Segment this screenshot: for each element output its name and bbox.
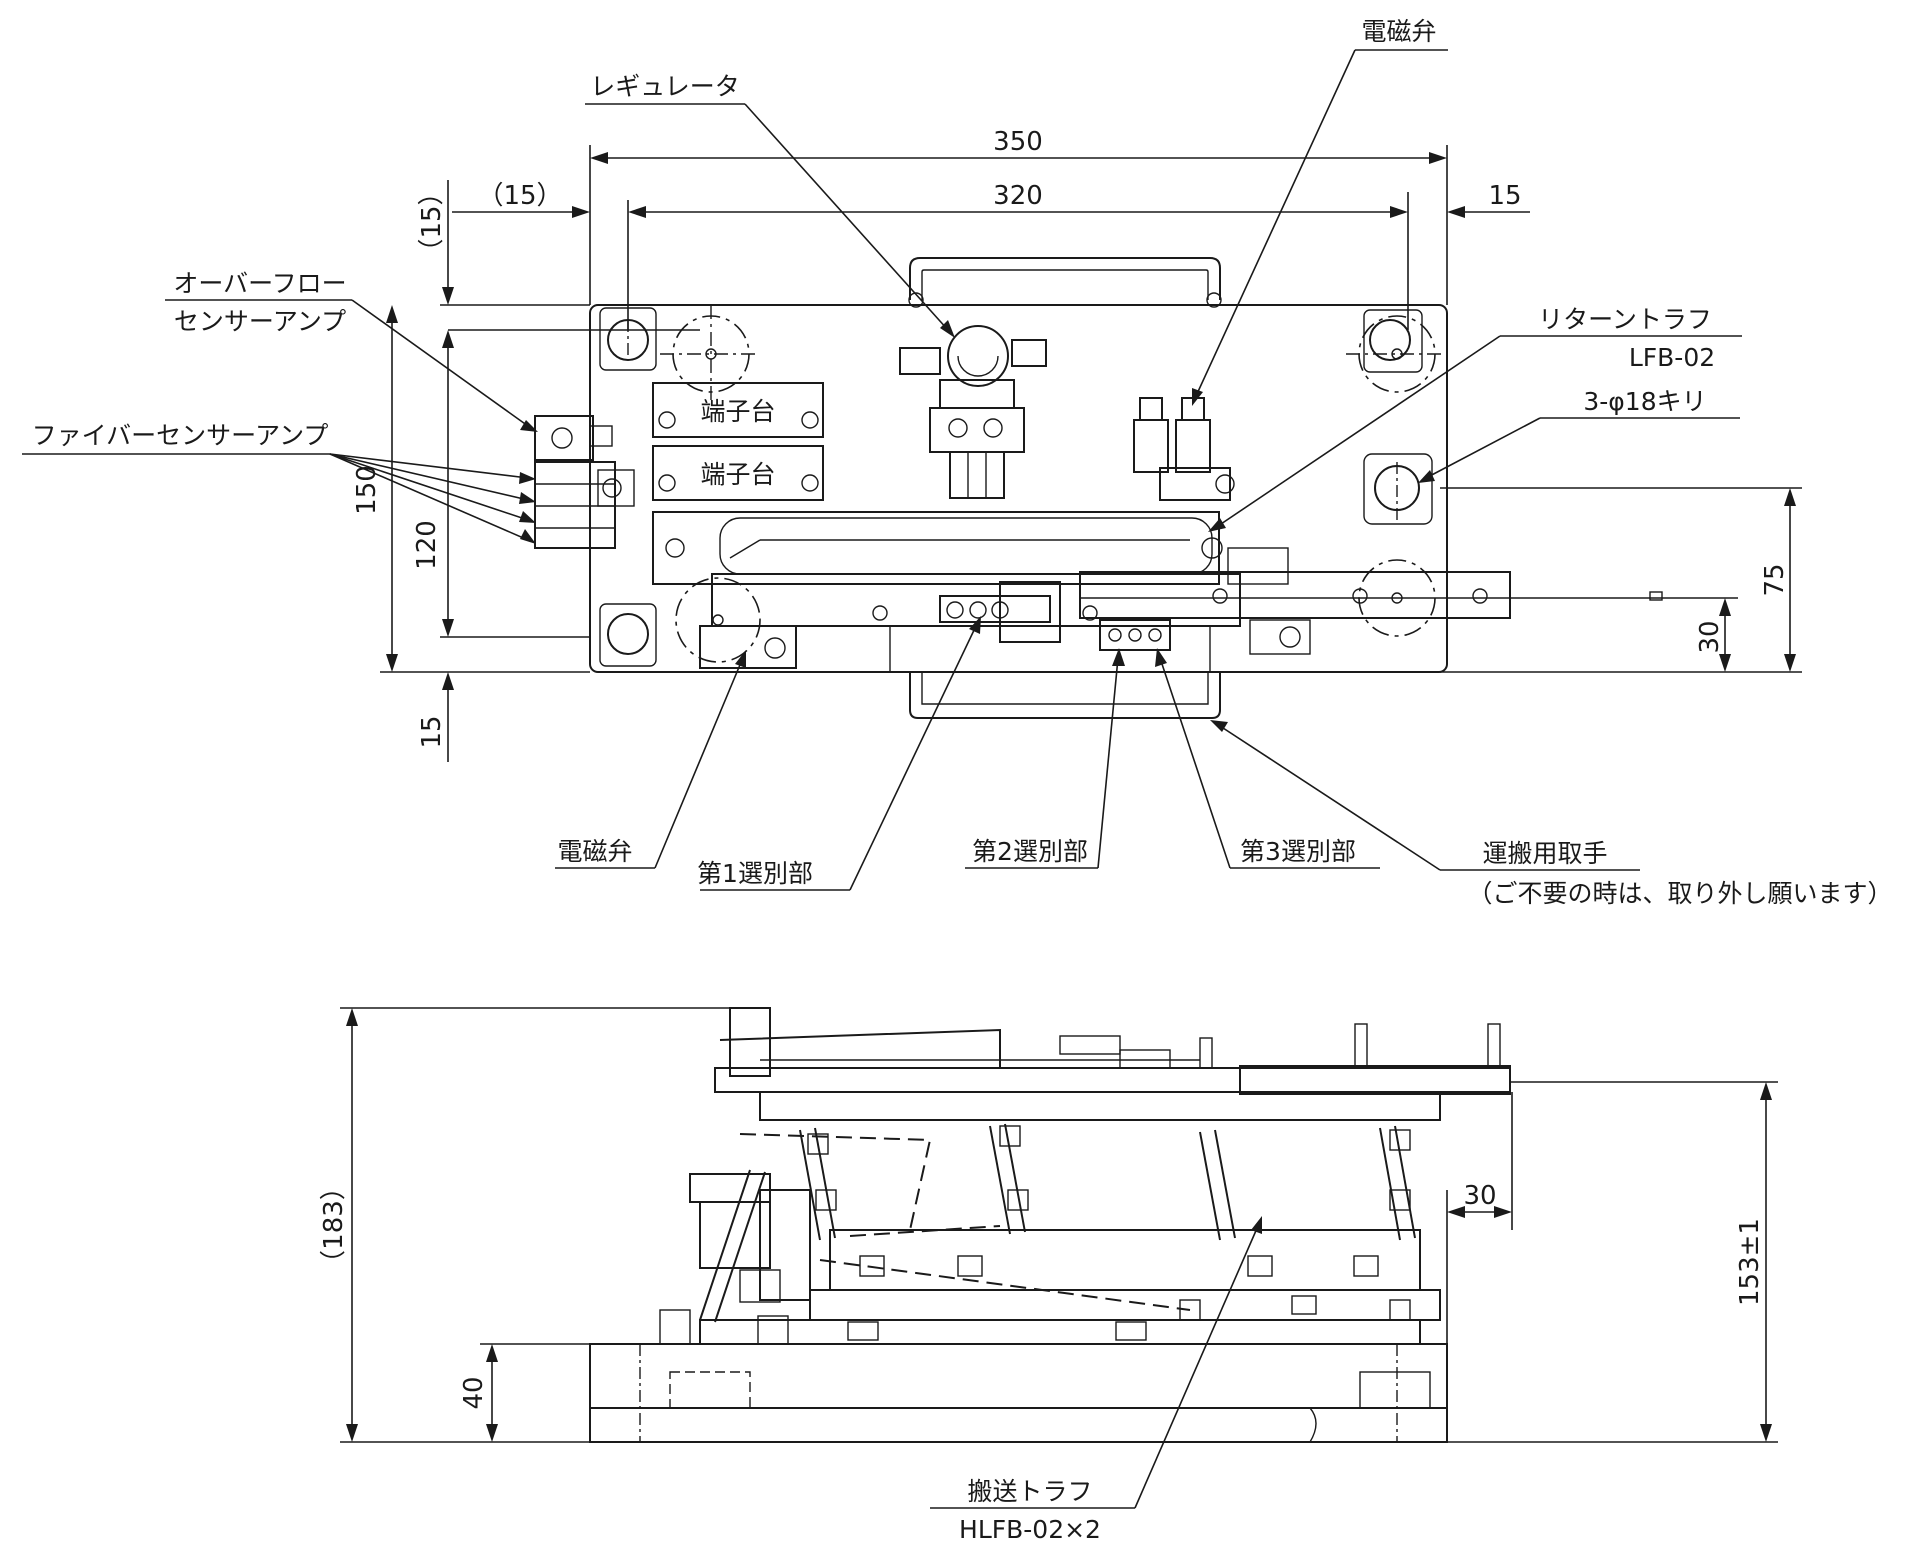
side-view: （183） 40 30 153±1 搬送トラフ HLFB-02×2 — [319, 1007, 1778, 1544]
regulator — [899, 325, 1047, 499]
sorting-mechanism — [699, 547, 1663, 672]
dim-top-15: （15） — [417, 179, 447, 264]
spring-leg — [699, 1123, 1416, 1323]
overflow-sensor-amp — [534, 415, 613, 461]
terminal-block: 端子台 — [652, 445, 824, 501]
terminal-block: 端子台 — [652, 382, 824, 438]
dim-75: 75 — [1760, 563, 1790, 596]
label-overflow-sensor-1: オーバーフロー — [173, 269, 346, 298]
return-trough — [719, 517, 1213, 575]
handle-bottom — [909, 672, 1221, 719]
label-sort-3: 第3選別部 — [1240, 837, 1356, 866]
terminal-block-label: 端子台 — [700, 397, 775, 426]
label-sort-1: 第1選別部 — [697, 859, 813, 888]
return-trough-frame — [652, 511, 1220, 585]
dim-30: 30 — [1695, 620, 1725, 653]
label-overflow-sensor-2: センサーアンプ — [174, 307, 346, 336]
label-handle-2: （ご不要の時は、取り外し願います） — [1467, 879, 1892, 908]
fiber-sensor-amp — [534, 461, 635, 549]
label-sort-2: 第2選別部 — [972, 837, 1088, 866]
feeder-circle — [675, 577, 761, 663]
dim-320: 320 — [993, 181, 1043, 211]
terminal-block-label: 端子台 — [700, 460, 775, 489]
side-bracket — [729, 1007, 771, 1077]
label-trough-2: HLFB-02×2 — [959, 1515, 1101, 1544]
upper-trough — [714, 1067, 1511, 1093]
dim-150: 150 — [352, 465, 382, 515]
dim-30-side: 30 — [1463, 1181, 1496, 1211]
solenoid-valve — [1133, 397, 1235, 501]
label-handle-1: 運搬用取手 — [1482, 839, 1607, 868]
feeder-circle — [660, 305, 760, 405]
plan-view: 端子台 端子台 — [22, 17, 1893, 908]
lower-trough — [829, 1229, 1421, 1291]
label-fiber-sensor: ファイバーセンサーアンプ — [32, 421, 329, 450]
mounting-hole — [599, 603, 657, 667]
dim-right-15: 15 — [1488, 181, 1521, 211]
mounting-hole — [1363, 453, 1433, 525]
label-return-trough-1: リターントラフ — [1538, 305, 1712, 334]
feeder-circle — [1346, 315, 1446, 393]
label-return-trough-2: LFB-02 — [1629, 343, 1715, 372]
base-block — [589, 1343, 1448, 1409]
handle-top — [909, 257, 1221, 300]
dim-40: 40 — [459, 1376, 489, 1409]
dim-183: （183） — [319, 1174, 349, 1276]
label-regulator: レギュレータ — [590, 72, 740, 101]
label-solenoid-bottom: 電磁弁 — [557, 837, 632, 866]
mounting-hole — [1363, 309, 1423, 373]
dim-left-15: （15） — [477, 181, 562, 211]
dim-350: 350 — [993, 127, 1043, 157]
dim-153: 153±1 — [1735, 1218, 1765, 1306]
label-holes: 3-φ18キリ — [1583, 387, 1706, 416]
label-trough-1: 搬送トラフ — [967, 1477, 1092, 1506]
dim-bottom-15: 15 — [417, 715, 447, 748]
dim-120: 120 — [412, 520, 442, 570]
label-solenoid-top: 電磁弁 — [1361, 17, 1436, 46]
